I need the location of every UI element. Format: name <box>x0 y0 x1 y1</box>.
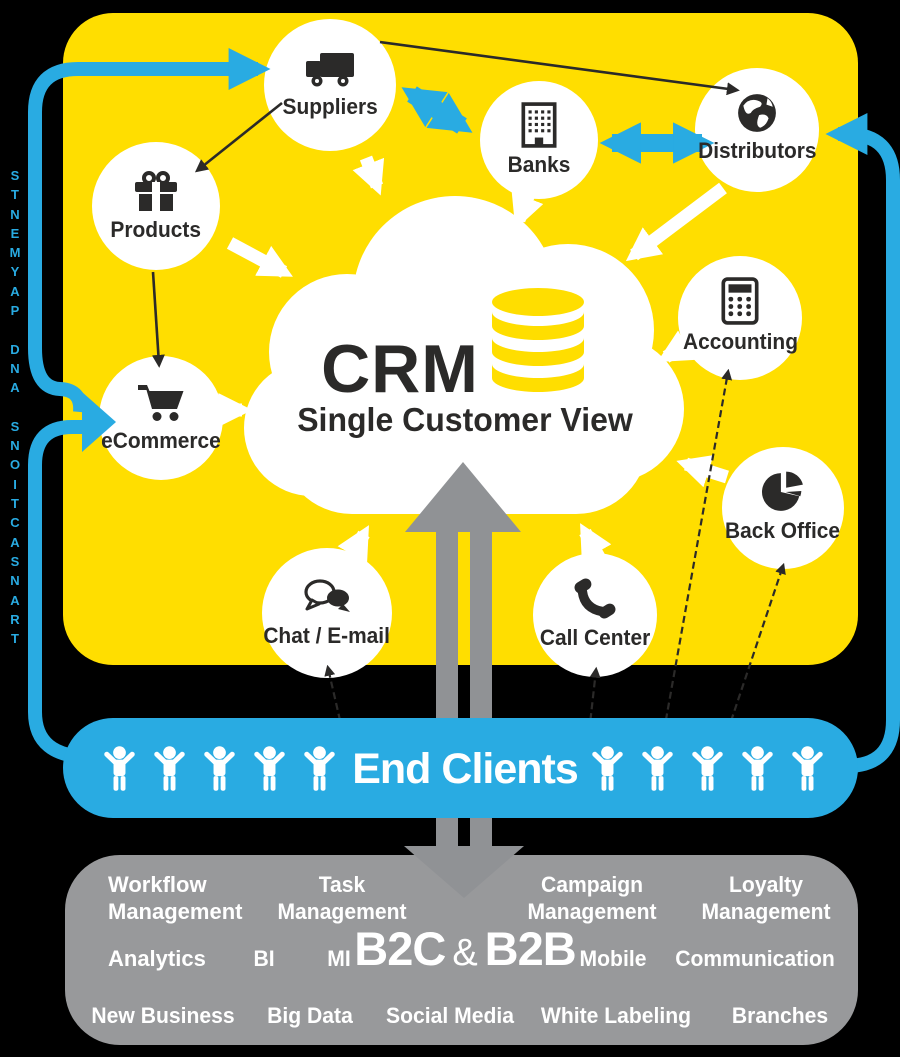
person-icon <box>641 745 674 792</box>
arrow-chat-to-cloud <box>337 525 370 563</box>
arrow-distributors-to-cloud <box>625 182 727 262</box>
arrow-endclients-to-backoffice <box>722 562 786 743</box>
capability-social-media: Social Media <box>386 1003 514 1028</box>
capability-branches: Branches <box>731 1003 829 1028</box>
end-clients-people-right <box>591 745 824 792</box>
arrow-products-to-cloud <box>226 237 293 278</box>
b2c-b2b-title: B2C & B2B <box>354 921 577 976</box>
gray-arrowhead-down <box>404 846 524 898</box>
blue-line-endclients-to-distributors <box>825 113 900 773</box>
arrow-products-to-ecommerce <box>151 271 165 368</box>
end-clients-people-left <box>103 745 336 792</box>
person-icon <box>791 745 824 792</box>
person-icon <box>591 745 624 792</box>
person-icon <box>103 745 136 792</box>
database-icon <box>492 288 584 392</box>
capability-mobile: Mobile <box>579 946 647 971</box>
arrow-suppliers-to-products <box>194 101 283 173</box>
capability-mi: MI <box>327 946 351 971</box>
chat-email-node <box>262 548 392 678</box>
capability-bi: BI <box>253 946 275 971</box>
end-clients-bar: End Clients <box>63 718 858 818</box>
ampersand: & <box>452 932 478 974</box>
person-icon <box>253 745 286 792</box>
gray-arrowhead-up <box>405 462 521 532</box>
suppliers-node <box>264 19 396 151</box>
arrow-banks-to-cloud <box>511 191 544 230</box>
arrow-suppliers-to-distributors <box>379 40 740 96</box>
capability-analytics: Analytics <box>108 946 206 971</box>
person-icon <box>741 745 774 792</box>
capability-new-business: New Business <box>91 1003 235 1028</box>
capability-big-data: Big Data <box>267 1003 353 1028</box>
blue-line-endclients-to-ecommerce <box>28 420 91 764</box>
person-icon <box>203 745 236 792</box>
capability-white-labeling: White Labeling <box>540 1003 692 1028</box>
b2b-label: B2B <box>484 922 577 975</box>
person-icon <box>691 745 724 792</box>
arrow-backoffice-to-cloud <box>676 455 729 488</box>
crm-subtitle: Single Customer View <box>297 401 633 438</box>
arrow-endclients-to-accounting <box>660 368 733 743</box>
person-icon <box>153 745 186 792</box>
arrow-suppliers-to-cloud <box>352 155 385 196</box>
b2c-label: B2C <box>354 922 446 975</box>
crm-title: CRM <box>321 331 479 407</box>
end-clients-label: End Clients <box>352 745 579 793</box>
capability-communication: Communication <box>675 946 835 971</box>
blue-line-to-suppliers <box>28 48 271 413</box>
person-icon <box>303 745 336 792</box>
arrow-callcenter-to-cloud <box>579 523 612 561</box>
arrow-accounting-to-cloud <box>657 330 703 363</box>
blue-arrow-suppliers-banks <box>401 86 473 134</box>
blue-arrowhead-ecommerce <box>82 392 116 452</box>
